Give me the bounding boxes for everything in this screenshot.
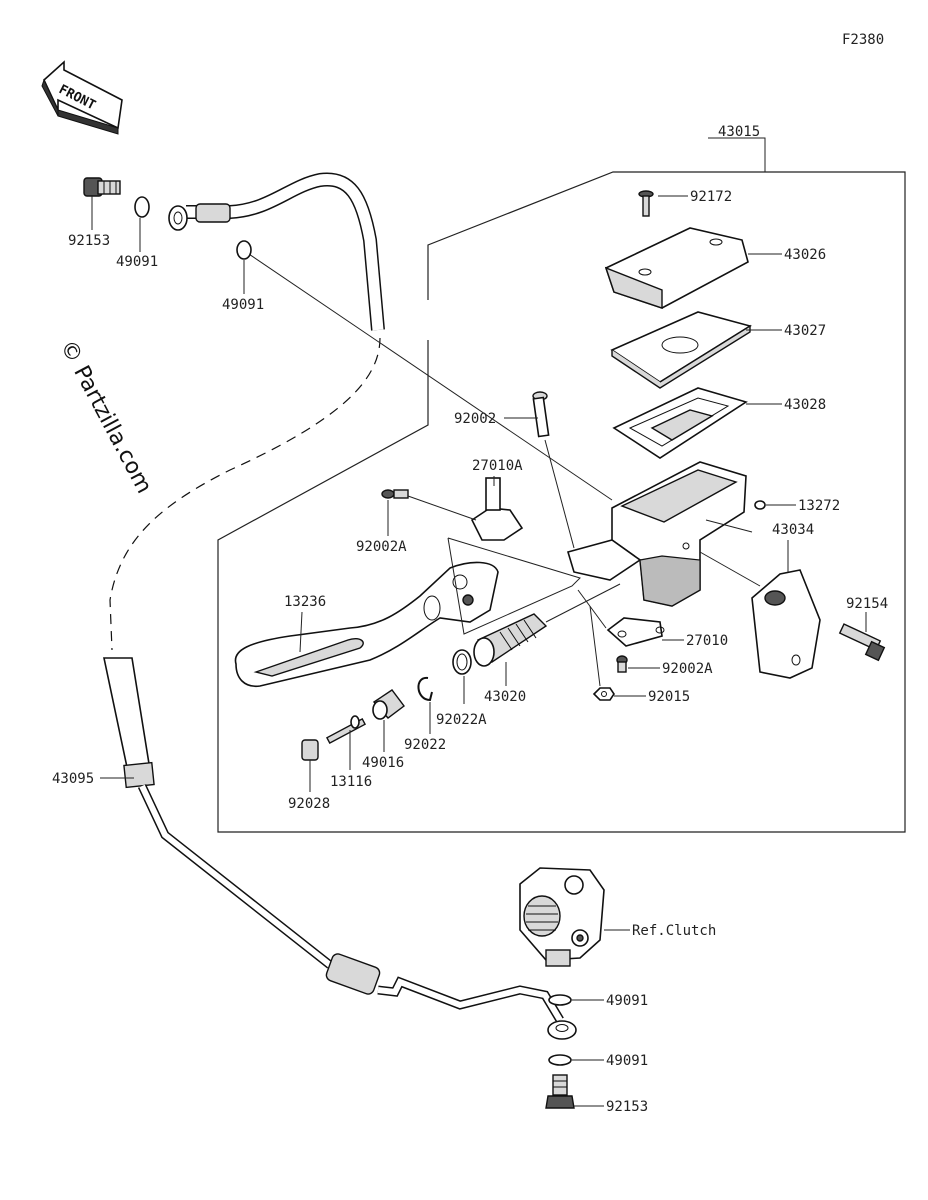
callout-43020: 43020	[484, 689, 526, 705]
callout-92022: 92022	[404, 737, 446, 753]
nut-92015	[592, 687, 615, 701]
reservoir-cap	[604, 227, 749, 309]
figure-code: F2380	[842, 32, 884, 48]
washer-top-2	[236, 240, 252, 260]
diaphragm-plate	[610, 311, 752, 389]
callout-43034: 43034	[772, 522, 814, 538]
callout-27010A: 27010A	[472, 458, 523, 474]
callout-49091-bottom1: 49091	[606, 993, 648, 1009]
callout-13272: 13272	[798, 498, 840, 514]
clutch-hose	[103, 172, 564, 1023]
callout-43026: 43026	[784, 247, 826, 263]
banjo-bolt-top	[83, 177, 121, 197]
banjo-top	[168, 205, 188, 231]
callout-92002A-lower: 92002A	[662, 661, 713, 677]
rod-cap	[301, 739, 319, 761]
clutch-slave-cylinder	[519, 867, 605, 967]
callout-49091-bottom2: 49091	[606, 1053, 648, 1069]
clutch-lever	[234, 561, 499, 688]
banjo-bottom	[547, 1020, 577, 1040]
callout-13116: 13116	[330, 774, 372, 790]
callout-49016: 49016	[362, 755, 404, 771]
clamp-bolt	[838, 623, 886, 662]
callout-43027: 43027	[784, 323, 826, 339]
switch-screw-b	[616, 655, 628, 673]
callout-43028: 43028	[784, 397, 826, 413]
switch-27010	[606, 617, 665, 647]
callout-92153-top: 92153	[68, 233, 110, 249]
washer-top-1	[134, 196, 150, 218]
callout-49091-top2: 49091	[222, 297, 264, 313]
callout-92153-bottom: 92153	[606, 1099, 648, 1115]
callout-92172: 92172	[690, 189, 732, 205]
cap-screw	[638, 190, 654, 217]
watermark: © Partzilla.com	[55, 336, 157, 498]
push-rod	[325, 715, 367, 744]
callout-49091-top1: 49091	[116, 254, 158, 270]
callout-27010: 27010	[686, 633, 728, 649]
callout-43015: 43015	[718, 124, 760, 140]
washer-bottom-2	[548, 1054, 572, 1066]
master-cylinder-body	[566, 461, 747, 607]
switch-screw-a	[381, 489, 409, 499]
callout-92002: 92002	[454, 411, 496, 427]
small-screw	[754, 500, 766, 510]
pivot-bolt	[532, 391, 550, 438]
banjo-bolt-bottom	[545, 1074, 575, 1109]
callout-92022A: 92022A	[436, 712, 487, 728]
front-arrow-icon: FRONT	[41, 60, 123, 135]
callout-92002A-upper: 92002A	[356, 539, 407, 555]
switch-27010A	[470, 477, 524, 541]
handlebar-clamp	[751, 569, 821, 679]
assembly-boundary-43015	[217, 137, 906, 833]
dust-boot	[372, 689, 405, 720]
ref-clutch-label: Ref.Clutch	[632, 923, 716, 939]
piston-assembly	[473, 613, 548, 667]
leader-lines	[91, 195, 867, 1107]
callout-92154: 92154	[846, 596, 888, 612]
diaphragm	[612, 387, 748, 459]
washer-bottom-1	[548, 994, 572, 1006]
callout-13236: 13236	[284, 594, 326, 610]
seal-92022A	[452, 649, 472, 675]
circlip	[417, 676, 433, 702]
callout-92015: 92015	[648, 689, 690, 705]
callout-43095: 43095	[52, 771, 94, 787]
callout-92028: 92028	[288, 796, 330, 812]
